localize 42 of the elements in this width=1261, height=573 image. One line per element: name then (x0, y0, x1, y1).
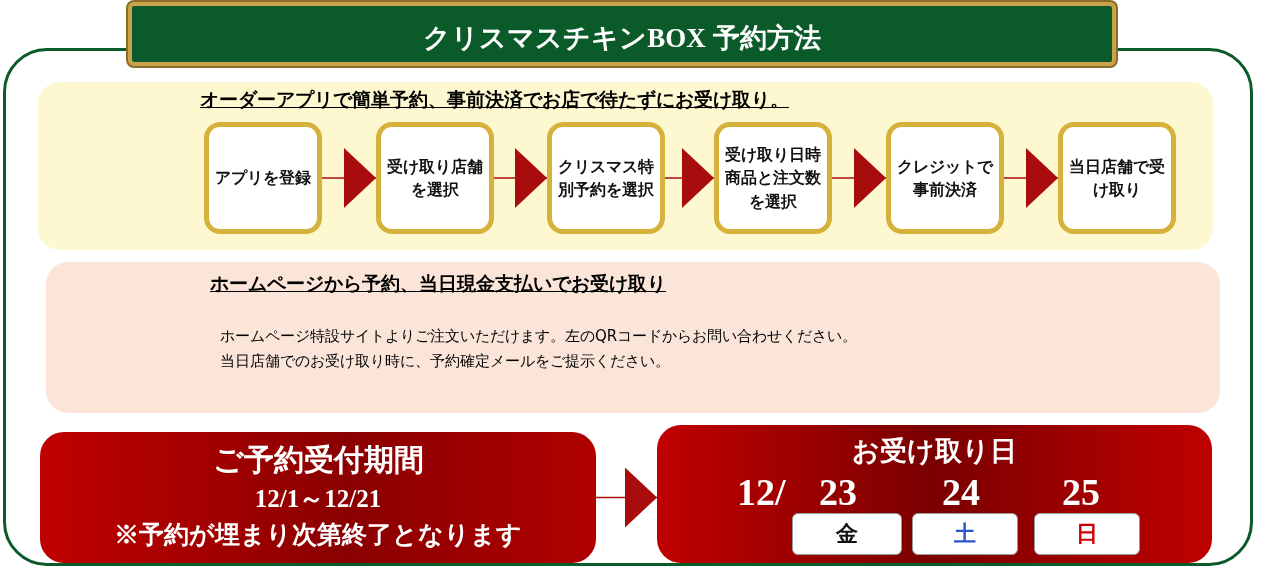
panel-heading: ホームページから予約、当日現金支払いでお受け取り (210, 271, 666, 296)
step-box (204, 122, 322, 234)
note-text: ※予約が埋まり次第終了となります (113, 520, 523, 550)
day-number: 25 (1062, 470, 1100, 514)
step-box (1058, 122, 1176, 234)
weekday-tag (792, 513, 902, 555)
web-order-panel (46, 262, 1220, 413)
body-text: 当日店舗でのお受け取り時に、予約確定メールをご提示ください。 (220, 352, 670, 371)
step-box (547, 122, 665, 234)
arrow (831, 148, 887, 208)
step-box (886, 122, 1004, 234)
arrow (321, 148, 377, 208)
weekday-label: 土 (953, 520, 977, 549)
pickup-date-box (657, 425, 1212, 563)
pickup-heading: お受け取り日 (851, 435, 1018, 468)
weekday-label: 日 (1075, 520, 1099, 549)
day-number: 23 (819, 470, 857, 514)
arrow (595, 467, 658, 528)
step-label: クレジットで事前決済 (896, 155, 995, 201)
arrow (1003, 148, 1059, 208)
month-text: 12/ (737, 470, 786, 514)
step-label: 受け取り日時商品と注文数を選択 (724, 144, 822, 213)
step-label: クリスマス特別予約を選択 (557, 155, 655, 201)
weekday-tag (1034, 513, 1140, 555)
step-label: アプリを登録 (214, 167, 312, 190)
title-banner (128, 2, 1116, 66)
panel-heading: オーダーアプリで簡単予約、事前決済でお店で待たずにお受け取り。 (200, 87, 789, 112)
app-order-panel (38, 82, 1213, 250)
date-range: 12/1～12/21 (253, 484, 383, 514)
arrow (664, 148, 715, 208)
step-box (376, 122, 494, 234)
title-text: クリスマスチキンBOX 予約方法 (422, 22, 822, 55)
body-text: ホームページ特設サイトよりご注文いただけます。左のQRコードからお問い合わせください。 (220, 327, 858, 346)
day-number: 24 (942, 470, 980, 514)
reservation-period-box (40, 432, 596, 563)
weekday-label: 金 (835, 520, 859, 549)
step-label: 当日店舗で受け取り (1068, 155, 1166, 201)
step-box (714, 122, 832, 234)
weekday-tag (912, 513, 1018, 555)
period-heading: ご予約受付期間 (211, 442, 425, 478)
step-label: 受け取り店舗を選択 (386, 155, 484, 201)
arrow (493, 148, 548, 208)
